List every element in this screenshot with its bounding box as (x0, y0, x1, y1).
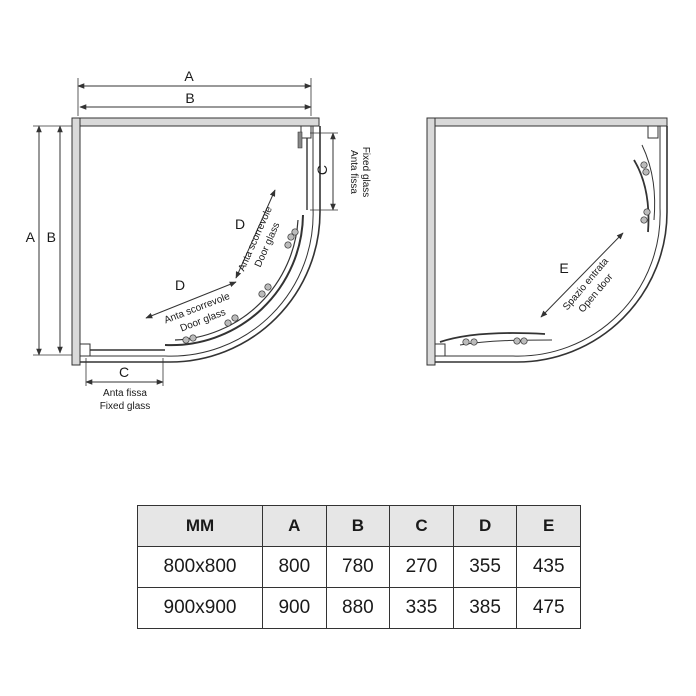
hinge-top-right (297, 131, 303, 149)
header-d: D (452, 505, 518, 547)
right-tray-outer-curve (435, 126, 668, 363)
table-cell: 385 (452, 587, 518, 629)
fixed-glass-en-right: Fixed glass (360, 147, 371, 198)
fixed-glass-it-right: Anta fissa (348, 150, 359, 194)
tray-outer-curve (80, 126, 321, 363)
fixed-glass-it-bottom: Anta fissa (103, 388, 147, 399)
header-e: E (516, 505, 581, 547)
open-door-bottom (439, 332, 546, 343)
right-plan-view: E Spazio entrata Open door (426, 117, 668, 366)
table-cell: 800x800 (137, 546, 263, 588)
roller-fittings (182, 228, 299, 344)
table-cell: 780 (325, 546, 391, 588)
header-c: C (389, 505, 454, 547)
table-cell: 900 (262, 587, 327, 629)
table-cell: 270 (389, 546, 454, 588)
dim-c-right-label: C (314, 165, 330, 175)
table-cell: 880 (325, 587, 391, 629)
dim-d-lower-line (145, 281, 237, 319)
right-side-wall (426, 117, 436, 366)
table-cell: 335 (389, 587, 454, 629)
table-cell: 355 (452, 546, 518, 588)
table-row: 800x800 800 780 270 355 435 (137, 546, 581, 588)
dim-d-upper-line (235, 189, 276, 279)
table-cell: 475 (516, 587, 581, 629)
table-cell: 900x900 (137, 587, 263, 629)
header-mm: MM (137, 505, 263, 547)
open-door-right (633, 159, 650, 233)
table-row: 900x900 900 880 335 385 475 (137, 587, 581, 629)
right-profile-bottom-left (434, 343, 446, 357)
right-tray-inner-curve (435, 126, 661, 357)
dim-b-label: B (185, 90, 194, 106)
left-plan-view: A B A B C Anta fissa Fixed glass C Anta … (26, 68, 371, 412)
profile-top-right (300, 125, 312, 139)
dim-a-label: A (184, 68, 194, 84)
dim-a-vertical-label: A (26, 229, 36, 245)
tray-inner-curve (80, 126, 314, 357)
open-door-right-2 (641, 144, 656, 221)
table-header-row: MM A B C D E (137, 505, 581, 547)
left-side-wall (71, 117, 81, 366)
dim-e-line (540, 232, 624, 318)
dim-c-bottom-label: C (119, 364, 129, 380)
door-glass-arc-2 (174, 219, 299, 341)
table-cell: 800 (262, 546, 327, 588)
right-roller-fittings (462, 161, 651, 346)
profile-bottom-left (79, 343, 91, 357)
right-back-wall (426, 117, 668, 127)
left-back-wall (71, 117, 320, 127)
right-profile-top-right (647, 125, 659, 139)
dim-d-upper-label: D (235, 216, 245, 232)
dim-b-vertical-label: B (47, 229, 56, 245)
dimensions-table: MM A B C D E 800x800 800 780 270 355 435… (137, 505, 581, 629)
dim-e-label: E (559, 260, 568, 276)
shower-enclosure-diagram: A B A B C Anta fissa Fixed glass C Anta … (26, 68, 668, 412)
door-glass-arc-1 (164, 214, 304, 347)
dim-d-lower-label: D (175, 277, 185, 293)
table-cell: 435 (516, 546, 581, 588)
header-b: B (325, 505, 391, 547)
fixed-glass-en-bottom: Fixed glass (100, 401, 151, 412)
header-a: A (262, 505, 327, 547)
